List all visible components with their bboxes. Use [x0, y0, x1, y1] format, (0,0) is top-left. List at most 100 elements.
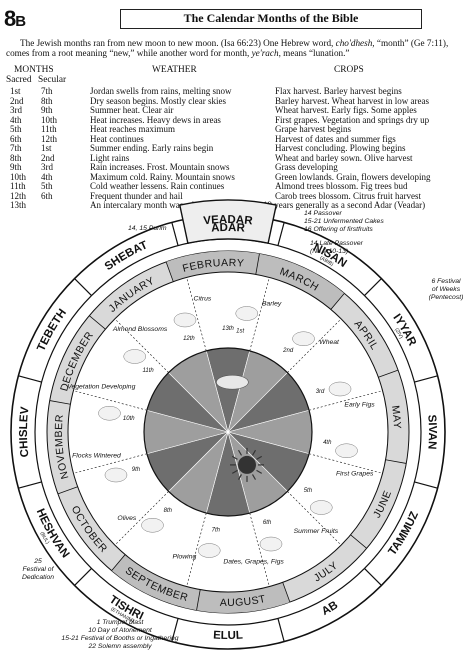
- sun-ray: [237, 474, 243, 480]
- secular-month: 3rd: [41, 162, 53, 172]
- gregorian-month-label: APRIL: [352, 318, 380, 352]
- hebrew-divider: [171, 222, 179, 246]
- secular-month: 6th: [41, 190, 53, 201]
- sacred-month: 9th: [10, 162, 22, 172]
- sacred-month: 1st: [10, 86, 21, 96]
- festival-weeks: 6 Festival: [431, 278, 461, 285]
- gregorian-divider: [165, 261, 174, 282]
- hebrew-month-label: HESHVAN: [34, 507, 72, 560]
- crop-illustration: [292, 331, 315, 346]
- hebrew-month-label: SHEBAT: [103, 239, 150, 273]
- hebrew-month-sivan: SIVAN: [425, 414, 438, 450]
- gregorian-month-march: MARCH: [278, 266, 321, 294]
- crop-illustration: [259, 536, 283, 552]
- intro-paragraph: The Jewish months ran from new moon to n…: [6, 38, 468, 59]
- sacred-month: 5th: [10, 124, 22, 134]
- center-wedge: [205, 430, 251, 517]
- secular-month: 5th: [41, 181, 53, 191]
- crops-cell: First grapes. Vegetation and springs dry…: [275, 114, 430, 125]
- hebrew-month-label: TEBETH: [35, 307, 69, 353]
- segment-divider: [287, 318, 342, 373]
- gregorian-divider: [89, 315, 106, 330]
- gregorian-month-february: FEBRUARY: [181, 257, 244, 275]
- crops-cell: Carob trees blossom. Citrus fruit harves…: [275, 190, 421, 201]
- weather-cell: Jordan swells from rains, melting snow: [90, 86, 232, 96]
- festival-purim: 14, 15 Purim: [128, 225, 167, 232]
- gregorian-month-december: DECEMBER: [58, 329, 96, 392]
- hebrew-divider: [277, 618, 285, 642]
- header-weather: WEATHER: [152, 65, 197, 75]
- festival-weeks: of Weeks: [432, 286, 461, 293]
- crop-label: Almond Blossoms: [112, 326, 168, 333]
- weather-cell: Summer heat. Clear air: [90, 105, 174, 115]
- intro-text-2: “month” (Ge 7:11), comes from a root mea…: [6, 38, 449, 59]
- crop-illustration: [335, 443, 358, 459]
- gregorian-month-label: FEBRUARY: [181, 257, 244, 275]
- gregorian-divider: [282, 582, 291, 603]
- gregorian-divider: [111, 554, 126, 571]
- page-number-digit: 8: [4, 6, 16, 31]
- weather-cell: Heat increases. Heavy dews in areas: [90, 114, 221, 125]
- crop-illustration: [123, 349, 146, 364]
- sun-ray: [256, 455, 263, 460]
- hebrew-month-nisan: NISAN: [311, 242, 348, 270]
- weather-cell: Maximum cold. Rainy. Mountain snows: [90, 171, 235, 182]
- crop-label: Plowing: [172, 554, 196, 561]
- sacred-ordinal: 3rd: [316, 389, 325, 395]
- hebrew-divider: [277, 222, 285, 246]
- center-wedge: [168, 350, 229, 434]
- hebrew-month-tebeth: TEBETH: [35, 307, 69, 353]
- hebrew-month-alt-label: (ZIV): [393, 327, 404, 340]
- hebrew-month-label: SIVAN: [425, 414, 438, 450]
- hebrew-month-alt-label: (BUL): [39, 531, 51, 546]
- sacred-ordinal-13: 13th: [222, 326, 234, 332]
- segment-divider: [186, 277, 207, 351]
- hebrew-month-chislev: CHISLEV: [18, 406, 32, 458]
- hebrew-divider: [364, 278, 382, 296]
- gregorian-ring: [46, 250, 410, 614]
- secular-month: 7th: [41, 86, 53, 96]
- center-circle-edge: [143, 347, 313, 517]
- sacred-ordinal: 7th: [212, 527, 221, 533]
- sacred-month: 11th: [10, 181, 26, 191]
- gregorian-divider: [49, 400, 71, 405]
- gregorian-month-label: JUNE: [371, 489, 394, 520]
- sun-ray: [251, 474, 257, 480]
- sacred-month: 6th: [10, 133, 22, 144]
- crop-illustration: [173, 312, 197, 328]
- sacred-month: 7th: [10, 143, 22, 153]
- segment-divider: [309, 390, 383, 411]
- segment-divider: [309, 453, 383, 474]
- crop-label: Flocks Wintered: [72, 453, 121, 460]
- hebrew-month-iyyar: IYYAR: [390, 312, 418, 349]
- sacred-month: 4th: [10, 114, 22, 125]
- weather-cell: Light rains: [90, 152, 130, 163]
- table-row: 1st 7th Jordan swells from rains, melting …: [4, 86, 470, 97]
- crops-cell: Wheat and barley sown. Olive harvest: [275, 152, 413, 163]
- hebrew-month-ab: AB: [320, 599, 340, 618]
- hebrew-divider: [171, 618, 179, 642]
- hebrew-divider: [74, 568, 92, 586]
- gregorian-month-january: JANUARY: [106, 275, 156, 315]
- festival-dedication: 25: [33, 558, 42, 565]
- sacred-month: 10th: [10, 171, 27, 182]
- page-title: The Calendar Months of the Bible: [120, 9, 422, 29]
- hebrew-month-label: TAMMUZ: [387, 510, 422, 558]
- segment-divider: [249, 513, 270, 587]
- hebrew-divider: [18, 481, 42, 489]
- secular-month: 2nd: [41, 152, 55, 163]
- gregorian-month-july: JULY: [312, 559, 341, 584]
- segment-divider: [249, 277, 270, 351]
- illustration-ring: [67, 271, 389, 593]
- crop-label: Citrus: [194, 295, 212, 302]
- festival-tishri: 10 Day of Atonement: [88, 627, 153, 634]
- sacred-ordinal: 1st: [236, 329, 244, 335]
- header-crops: CROPS: [334, 65, 364, 75]
- festival-dedication: Dedication: [22, 574, 54, 581]
- festival-late-passover: 14 Late Passover: [310, 240, 364, 247]
